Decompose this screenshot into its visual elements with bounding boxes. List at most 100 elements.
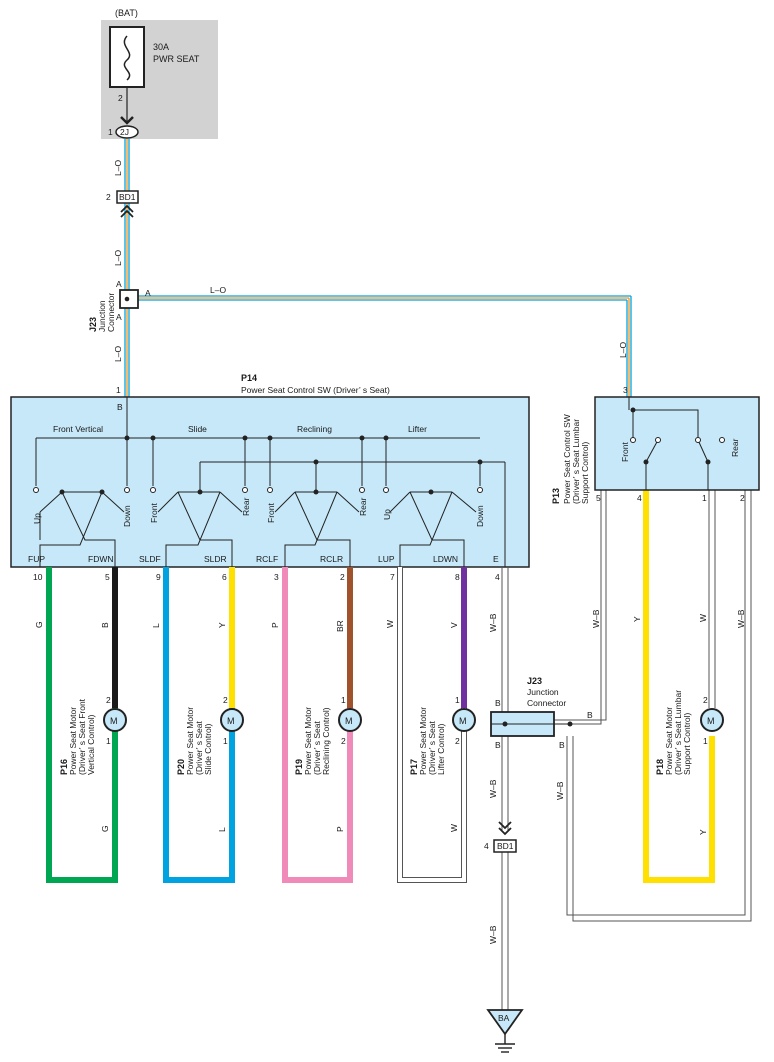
motor-pin-bot: 2 (455, 736, 460, 746)
wire-color-lo-5: L–O (618, 342, 628, 358)
terminal-lup: LUP (378, 554, 395, 564)
wire-color-wb-p13: W–B (591, 609, 601, 628)
wire-color-p-bot: P (335, 826, 345, 832)
motor-line3: Slide Control) (203, 723, 213, 775)
motor-line3: Vertical Control) (86, 714, 96, 775)
connector-bd1-bottom-pin: 4 (484, 841, 489, 851)
motor-symbol: M (110, 716, 118, 726)
p13-switch-panel (594, 396, 760, 491)
p13-code: P13 (551, 488, 561, 504)
motor-line3: Lifter Control) (436, 723, 446, 775)
motor-pin-bot: 1 (106, 736, 111, 746)
lo-feed-wire (124, 139, 632, 397)
group-reclining: Reclining (297, 424, 332, 434)
motor-line2: (Driver’ s Seat (427, 721, 437, 775)
motor-icon (220, 708, 244, 732)
wire-color-l-bot: L (217, 827, 227, 832)
switch-label-front-1: Front (149, 503, 159, 523)
motor-line1: Power Seat Motor (68, 707, 78, 775)
p13-name-3: Support Control) (580, 441, 590, 504)
fuse-name: PWR SEAT (153, 54, 200, 64)
wire-color-y-p13: Y (632, 616, 642, 622)
wire-p13-ground (553, 490, 752, 922)
wire-color-w-p13: W (698, 614, 708, 622)
motor-line1: Power Seat Motor (185, 707, 195, 775)
p13-pin-top: 3 (623, 385, 628, 395)
pin-sldr: 6 (222, 572, 227, 582)
p13-pin-2: 2 (740, 493, 745, 503)
motor-code: P19 (294, 759, 304, 775)
pin-lup: 7 (390, 572, 395, 582)
j23-bot-pin-br: B (559, 740, 565, 750)
p14-pin-top: 1 (116, 385, 121, 395)
wire-color-lo-1: L–O (113, 160, 123, 176)
wire-color-p-top: P (270, 622, 280, 628)
wire-color-wb-2: W–B (488, 779, 498, 798)
switch-label-rear-2: Rear (358, 497, 368, 516)
j23-top-pin-right: A (145, 288, 151, 298)
motor-line2: (Driver’ s Seat Lumbar (673, 690, 683, 775)
wire-color-l-top: L (151, 623, 161, 628)
terminal-ldwn: LDWN (433, 554, 458, 564)
motor-pin-bot: 1 (223, 736, 228, 746)
ground-icon (486, 1009, 524, 1036)
motor-icon (338, 708, 362, 732)
switch-label-front-2: Front (266, 503, 276, 523)
connector-2j-label: 2J (120, 127, 129, 137)
connector-bd1-bottom (493, 839, 517, 853)
fuse-rating: 30A (153, 42, 169, 52)
terminal-fup: FUP (28, 554, 45, 564)
wire-color-lo-4: L–O (210, 285, 226, 295)
p14-internal-wiring (35, 397, 506, 567)
p13-switch-front: Front (620, 442, 630, 462)
motor-line1: Power Seat Motor (664, 707, 674, 775)
p13-dot (630, 407, 636, 413)
terminal-e: E (493, 554, 499, 564)
connector-bd1-top (116, 190, 139, 204)
wire-color-g-bot: G (100, 825, 110, 832)
wire-color-y-top: Y (217, 622, 227, 628)
motor-line2: (Driver’ s Seat (312, 721, 322, 775)
ground-label: BA (498, 1013, 510, 1023)
j23-top-pin-out: A (116, 312, 122, 322)
motor-line1: Power Seat Motor (418, 707, 428, 775)
earth-symbol-icon (495, 1034, 515, 1053)
j23-bot-pin-right: B (587, 710, 593, 720)
j23-top-code: J23 (88, 317, 98, 332)
pin-sldf: 9 (156, 572, 161, 582)
motor-line2: (Driver’ s Seat Front (77, 698, 87, 775)
p13-name-2: (Driver’ s Seat Lumbar (571, 419, 581, 504)
connector-bd1-bottom-label: BD1 (497, 841, 514, 851)
wire-color-b-top: B (100, 622, 110, 628)
motor-icon (452, 708, 476, 732)
wire-color-wb-j23: W–B (555, 781, 565, 800)
wire-color-lo-2: L–O (113, 250, 123, 266)
p14-code: P14 (241, 373, 257, 383)
connector-2j (115, 125, 139, 139)
group-lifter: Lifter (408, 424, 427, 434)
group-front-vertical: Front Vertical (53, 424, 103, 434)
p13-contact (655, 437, 661, 443)
group-slide: Slide (188, 424, 207, 434)
j23-bot-code: J23 (527, 676, 542, 686)
pin-fup: 10 (33, 572, 43, 582)
motor-line2: (Driver’ s Seat (194, 721, 204, 775)
p14-junction-dots (59, 435, 483, 495)
p13-name-1: Power Seat Control SW (562, 414, 572, 504)
wire-color-wb-p13r: W–B (736, 609, 746, 628)
p13-internal-wiring (628, 397, 709, 490)
wire-color-br-top: BR (335, 620, 345, 632)
pin-rclf: 3 (274, 572, 279, 582)
p13-pin-4: 4 (637, 493, 642, 503)
wire-color-w-bot: W (449, 824, 459, 832)
j23-top-name-1: Junction (97, 300, 107, 332)
motor-symbol: M (707, 716, 715, 726)
motor-p18: M 2 1 P18 Power Seat Motor (Driver’ s Se… (655, 690, 724, 775)
motor-symbol: M (459, 716, 467, 726)
j23-bot-pin-left: B (495, 698, 501, 708)
terminal-fdwn: FDWN (88, 554, 114, 564)
motor-icon (700, 708, 724, 732)
p13-contact (630, 437, 636, 443)
j23-top-name-2: Connector (106, 293, 116, 332)
